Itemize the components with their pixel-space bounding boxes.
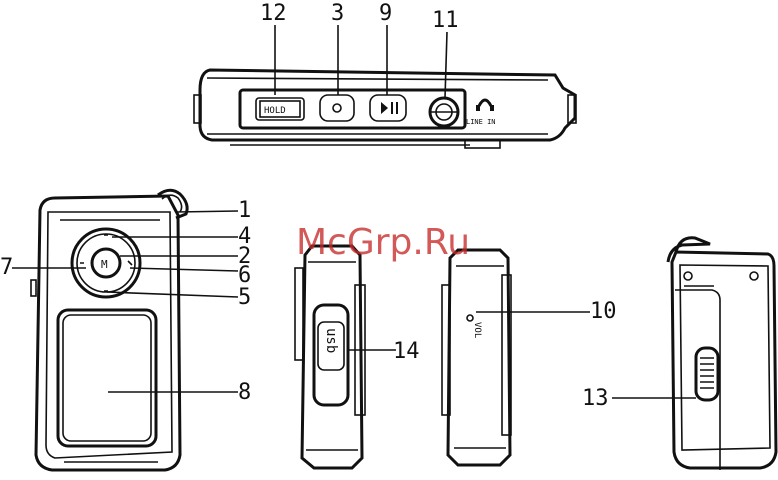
- callout-1: 1: [238, 198, 251, 223]
- callout-13: 13: [582, 386, 609, 411]
- right-side-view: VOL 10: [442, 250, 617, 465]
- display-screen: [58, 310, 156, 446]
- callout-8: 8: [238, 380, 251, 405]
- left-side-view: usb 14: [295, 246, 420, 468]
- usb-port-cover[interactable]: usb: [314, 305, 348, 405]
- power-button[interactable]: [320, 95, 354, 121]
- headphone-icon: [476, 100, 494, 111]
- callout-5: 5: [238, 285, 251, 310]
- vol-label: VOL: [472, 322, 482, 338]
- hold-label: HOLD: [264, 106, 286, 116]
- top-view: HOLD LINE IN 12: [194, 1, 576, 148]
- callout-11: 11: [432, 8, 459, 33]
- menu-key-label: M: [101, 258, 108, 271]
- callout-14: 14: [393, 339, 420, 364]
- battery-cover-latch[interactable]: [696, 348, 718, 400]
- back-view: 13: [582, 238, 776, 470]
- usb-label: usb: [323, 328, 339, 353]
- play-pause-button[interactable]: [370, 95, 406, 121]
- callout-10: 10: [590, 299, 617, 324]
- hold-switch[interactable]: HOLD: [256, 98, 304, 120]
- line-in-label: LINE IN: [466, 118, 496, 126]
- front-view: M 1 4 2 6 5 7 8: [0, 190, 251, 470]
- watermark: McGrp.Ru: [296, 222, 470, 263]
- callout-12: 12: [260, 1, 287, 26]
- callout-7: 7: [0, 255, 13, 280]
- callout-3: 3: [331, 1, 344, 26]
- navigation-wheel[interactable]: M: [72, 229, 140, 297]
- callout-9: 9: [379, 1, 392, 26]
- headphone-jack[interactable]: [430, 98, 458, 126]
